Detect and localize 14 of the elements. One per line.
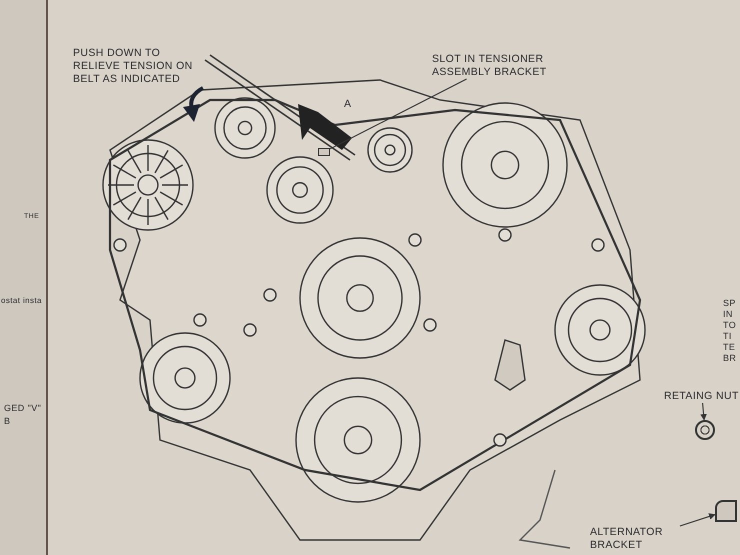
cut-off-text: ostat insta xyxy=(1,295,43,307)
callout-text: SLOT IN TENSIONER ASSEMBLY BRACKET xyxy=(432,53,552,79)
arrow xyxy=(680,513,716,527)
instruction-note: PUSH DOWN TO RELIEVE TENSION ON BELT AS INDICATED xyxy=(73,47,194,86)
callout-text: ALTERNATOR BRACKET xyxy=(590,526,690,552)
cut-off-text: SP IN TO TI TE BR xyxy=(723,298,738,364)
callout-letter: A xyxy=(344,98,352,111)
arrow xyxy=(700,402,707,421)
nut-icon xyxy=(695,420,715,440)
bracket-drawing xyxy=(715,500,737,522)
leader-line xyxy=(330,78,467,150)
callout-text: RETAING NUT xyxy=(664,390,740,403)
cut-off-text: GED "V" B xyxy=(4,402,42,428)
bracket-slot xyxy=(318,148,330,156)
